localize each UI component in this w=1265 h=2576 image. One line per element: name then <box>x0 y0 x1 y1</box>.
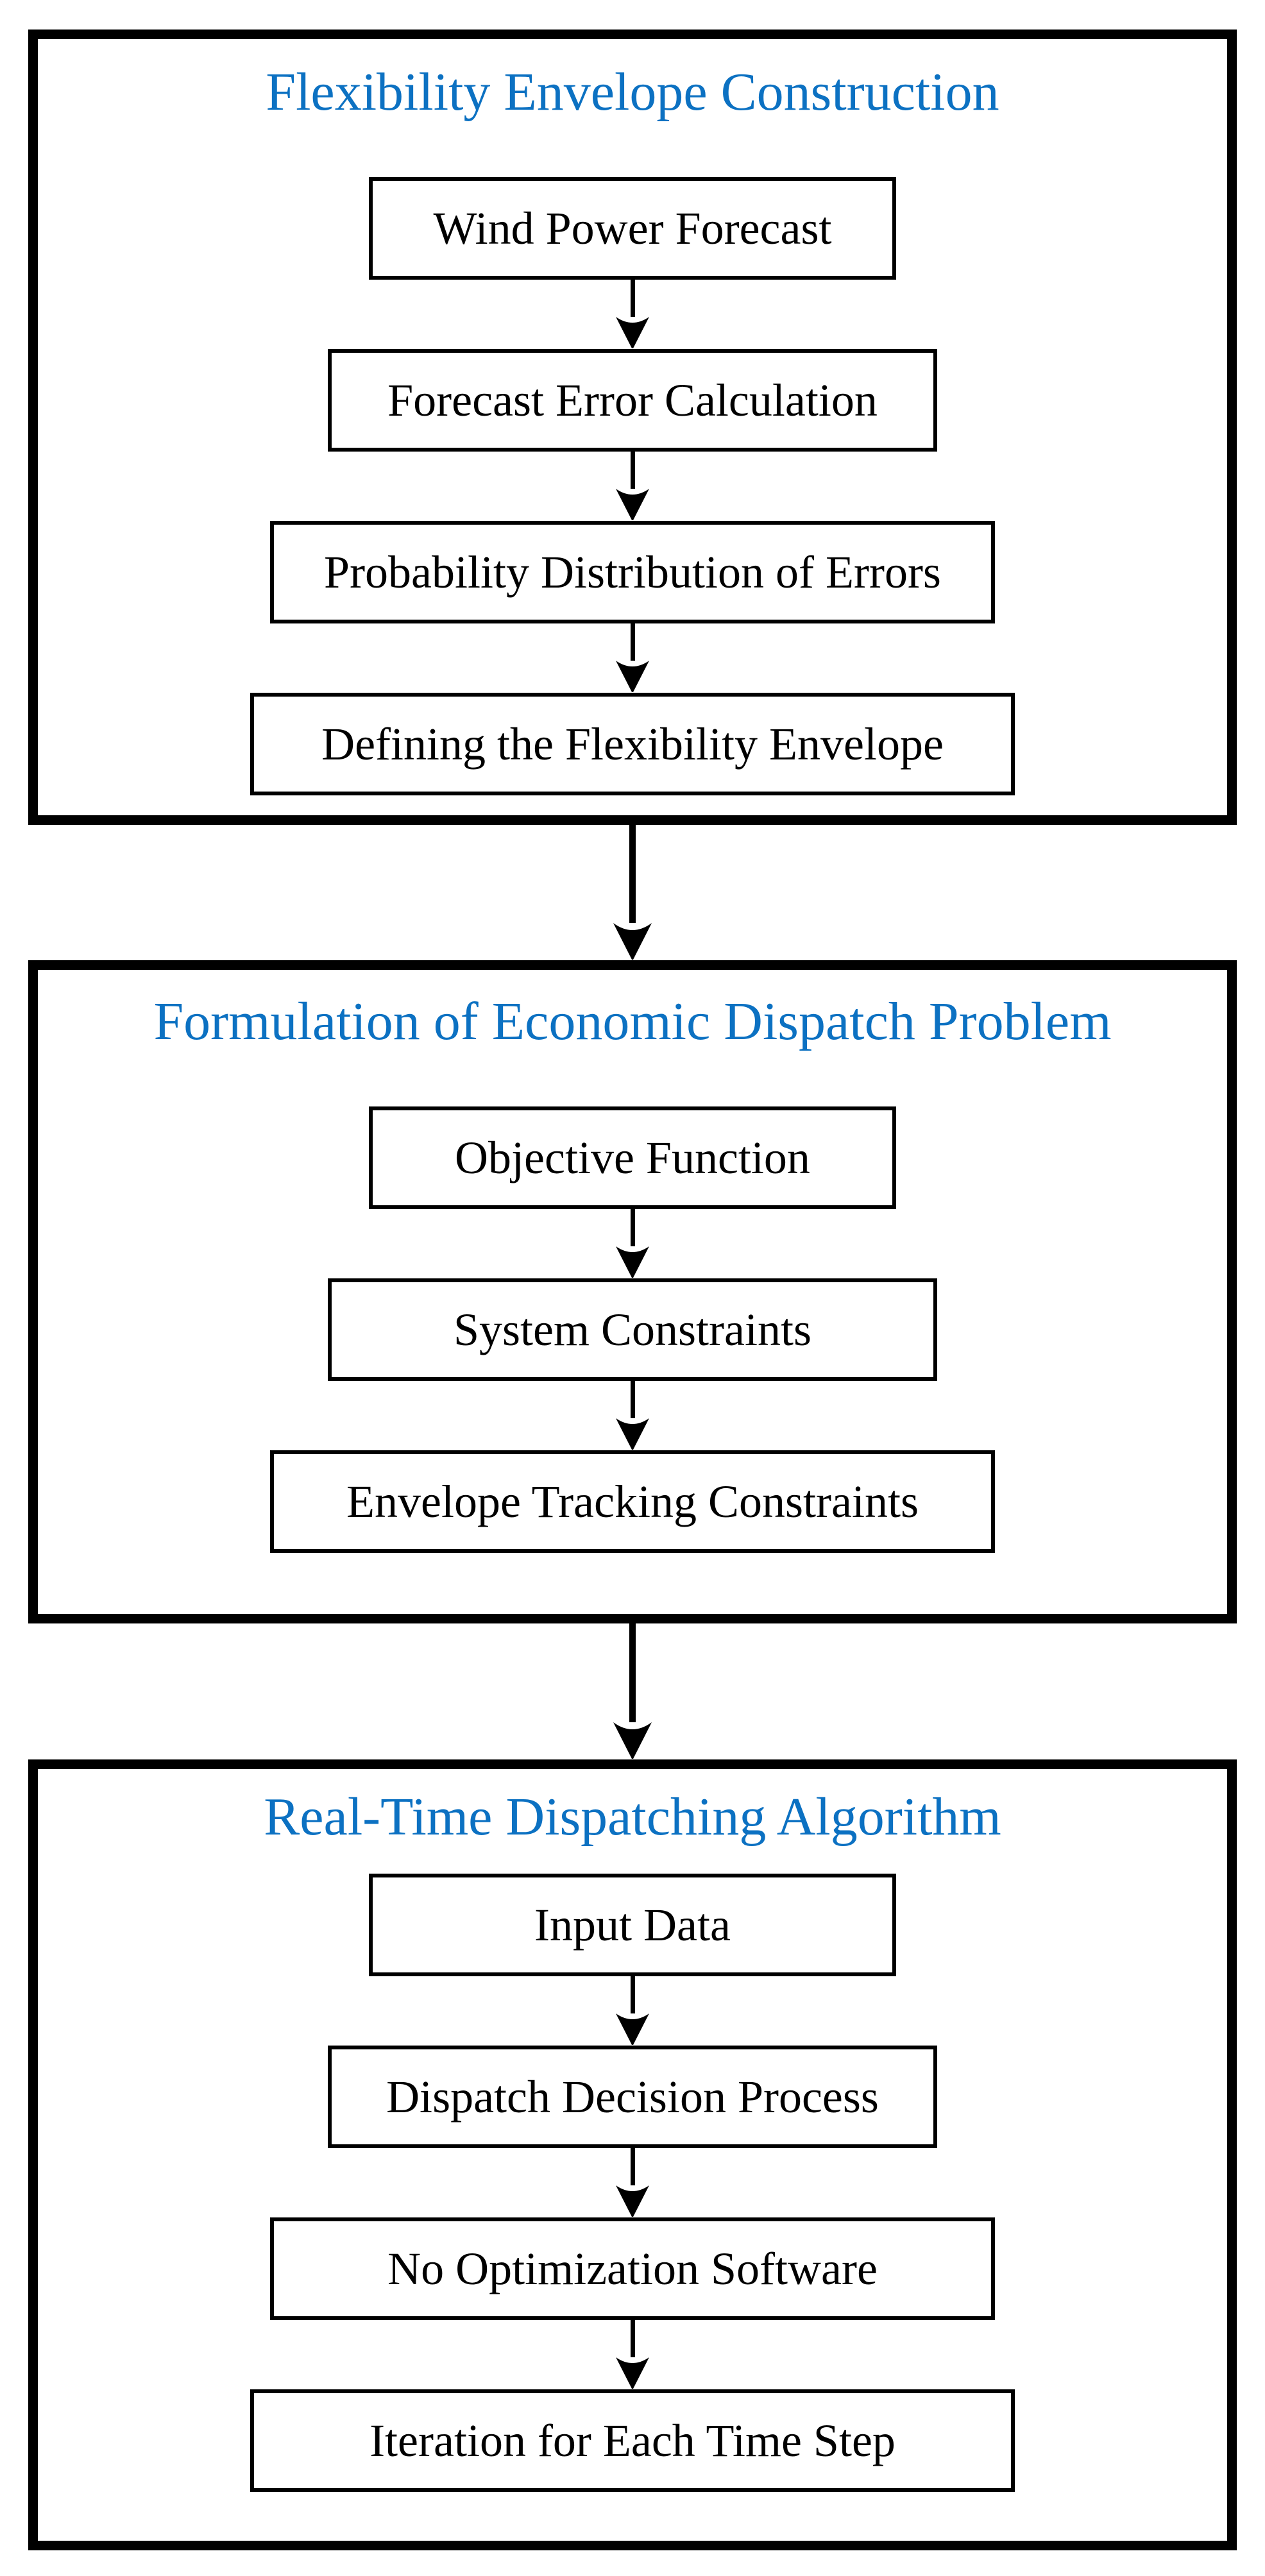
arrow-stem <box>629 1623 636 1722</box>
section-connector-arrow <box>612 825 653 960</box>
section-real-time-dispatching-algorithm: Real-Time Dispatching Algorithm Input Da… <box>28 1759 1237 2550</box>
step-label: Dispatch Decision Process <box>386 2071 879 2123</box>
step-label: Objective Function <box>455 1131 810 1183</box>
section-flexibility-envelope-construction: Flexibility Envelope Construction Wind P… <box>28 30 1237 825</box>
arrow-head-icon <box>616 317 649 348</box>
arrow-head-icon <box>616 1418 649 1450</box>
arrow-head-icon <box>616 661 649 692</box>
step-label: Iteration for Each Time Step <box>369 2414 896 2466</box>
arrow-stem <box>629 825 636 923</box>
step-box-objective-function: Objective Function <box>369 1106 896 1209</box>
step-box-iteration-for-each-time-step: Iteration for Each Time Step <box>250 2389 1015 2492</box>
arrow-head-icon <box>616 2013 649 2045</box>
arrow-down <box>615 1381 650 1450</box>
arrow-head-icon <box>616 2185 649 2217</box>
step-box-wind-power-forecast: Wind Power Forecast <box>369 177 896 280</box>
arrow-stem <box>630 2148 635 2185</box>
arrow-head-icon <box>616 1246 649 1278</box>
section-title: Flexibility Envelope Construction <box>266 62 999 122</box>
step-label: Envelope Tracking Constraints <box>346 1475 919 1527</box>
step-label: Input Data <box>534 1899 731 1951</box>
arrow-head-icon <box>616 2357 649 2389</box>
step-box-system-constraints: System Constraints <box>328 1278 937 1381</box>
arrow-head-icon <box>613 1722 652 1759</box>
arrow-stem <box>630 1209 635 1246</box>
section-formulation-of-economic-dispatch-problem: Formulation of Economic Dispatch Problem… <box>28 960 1237 1623</box>
arrow-down <box>615 623 650 693</box>
arrow-down <box>615 452 650 521</box>
step-label: Forecast Error Calculation <box>387 374 878 426</box>
arrow-down <box>615 2148 650 2217</box>
step-box-dispatch-decision-process: Dispatch Decision Process <box>328 2046 937 2148</box>
arrow-stem <box>630 452 635 489</box>
step-box-defining-the-flexibility-envelope: Defining the Flexibility Envelope <box>250 693 1015 795</box>
arrow-down <box>615 280 650 349</box>
step-label: System Constraints <box>453 1303 812 1355</box>
step-label: Wind Power Forecast <box>433 202 832 254</box>
arrow-stem <box>630 623 635 661</box>
arrow-down <box>615 1976 650 2046</box>
arrow-down <box>615 1209 650 1278</box>
section-title: Formulation of Economic Dispatch Problem <box>153 992 1112 1051</box>
step-label: Defining the Flexibility Envelope <box>321 718 944 770</box>
arrow-stem <box>630 2320 635 2357</box>
arrow-stem <box>630 280 635 317</box>
step-label: No Optimization Software <box>387 2242 878 2294</box>
arrow-stem <box>630 1381 635 1418</box>
arrow-head-icon <box>613 923 652 960</box>
section-connector-arrow <box>612 1623 653 1759</box>
arrow-stem <box>630 1976 635 2013</box>
step-box-envelope-tracking-constraints: Envelope Tracking Constraints <box>270 1450 995 1553</box>
arrow-down <box>615 2320 650 2389</box>
step-box-input-data: Input Data <box>369 1874 896 1976</box>
step-box-probability-distribution-of-errors: Probability Distribution of Errors <box>270 521 995 623</box>
step-box-forecast-error-calculation: Forecast Error Calculation <box>328 349 937 452</box>
arrow-head-icon <box>616 489 649 520</box>
section-title: Real-Time Dispatching Algorithm <box>264 1787 1001 1847</box>
step-box-no-optimization-software: No Optimization Software <box>270 2217 995 2320</box>
step-label: Probability Distribution of Errors <box>324 546 941 598</box>
